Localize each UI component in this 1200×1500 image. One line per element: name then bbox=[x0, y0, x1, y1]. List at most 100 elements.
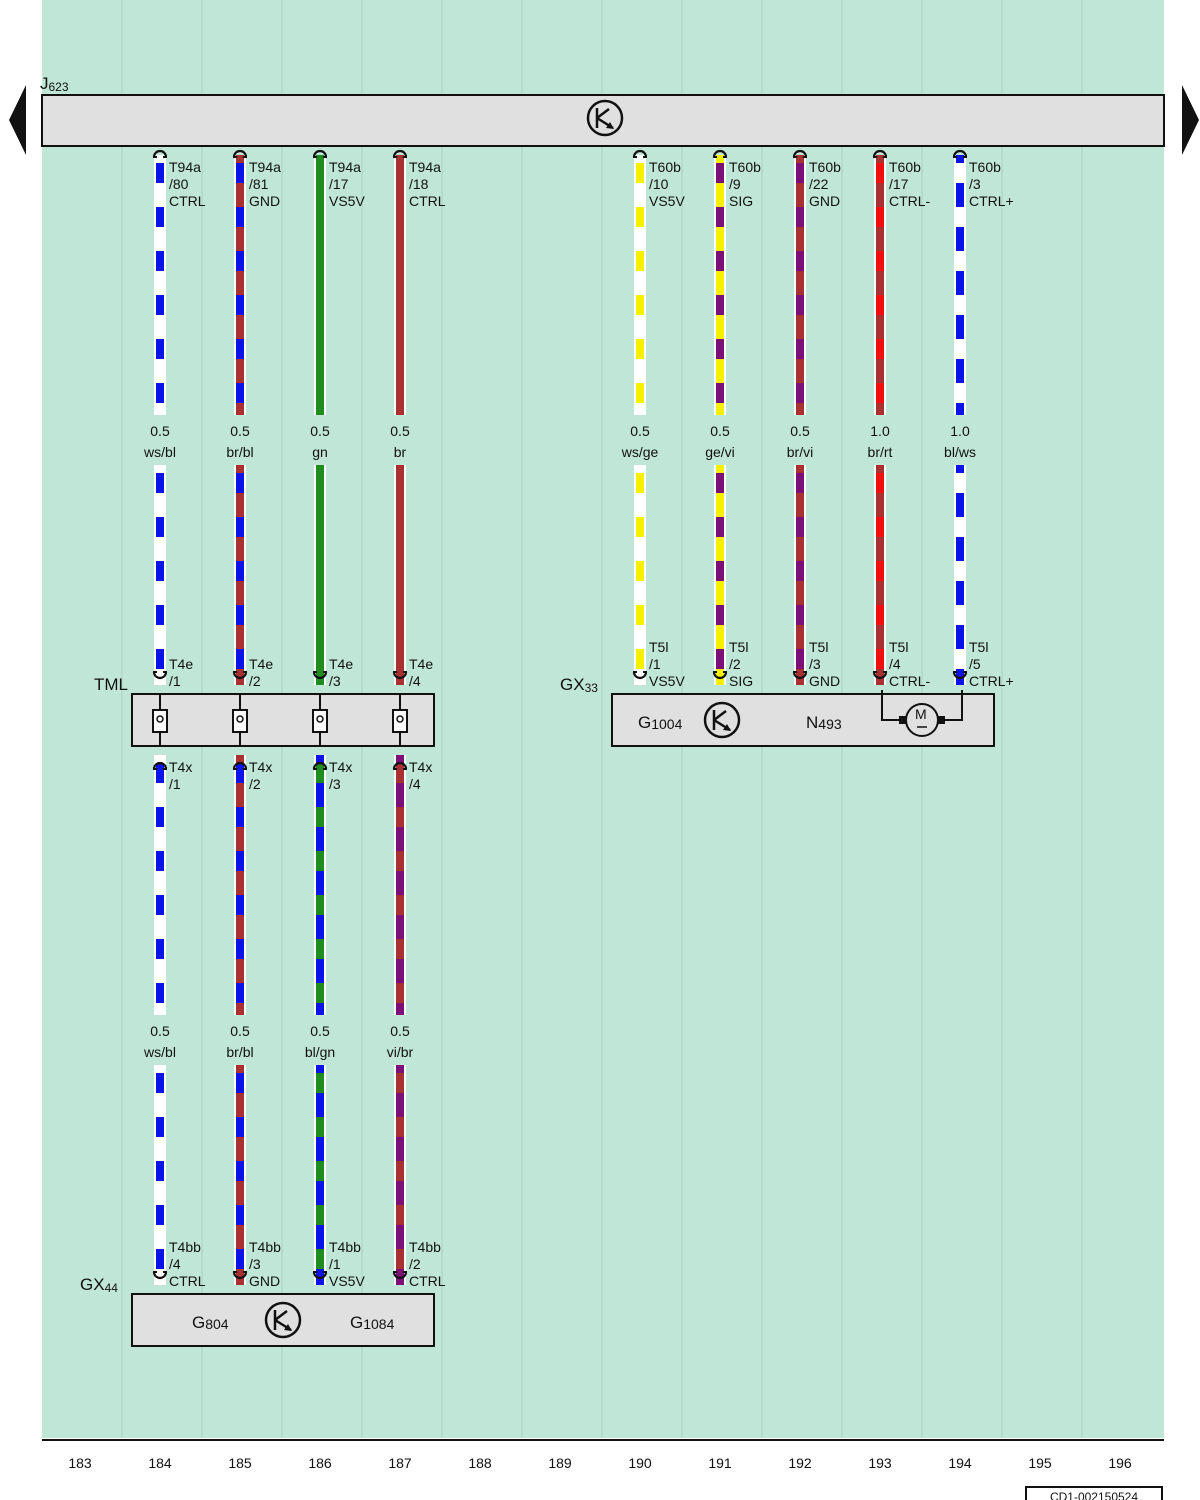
pin-label: T94a bbox=[249, 159, 281, 175]
pin-label: /9 bbox=[729, 176, 741, 192]
wire-segment bbox=[234, 1065, 246, 1285]
pin-label: T94a bbox=[169, 159, 201, 175]
wire-segment bbox=[874, 155, 886, 415]
pin-label: T60b bbox=[649, 159, 681, 175]
wire-stripe bbox=[796, 561, 804, 581]
pin-label: T5l bbox=[969, 639, 988, 655]
pin-label: T60b bbox=[809, 159, 841, 175]
wire-stripe bbox=[156, 983, 164, 1003]
pin-label: CTRL+ bbox=[969, 673, 1014, 689]
pin-label: CTRL- bbox=[889, 193, 931, 209]
pin-label: /3 bbox=[969, 176, 981, 192]
wire-stripe bbox=[956, 339, 964, 359]
pin-label: /18 bbox=[409, 176, 429, 192]
wire-color-code: vi/br bbox=[387, 1044, 414, 1060]
wire-stripe bbox=[236, 473, 244, 493]
wire-size: 0.5 bbox=[150, 423, 170, 439]
column-number: 187 bbox=[388, 1455, 412, 1471]
wire-stripe bbox=[316, 763, 324, 783]
pin-label: GND bbox=[249, 1273, 280, 1289]
pin-label: CTRL- bbox=[889, 673, 931, 689]
wire-color-code: br/bl bbox=[226, 1044, 253, 1060]
pin-label: CTRL bbox=[169, 193, 206, 209]
wire-segment bbox=[314, 755, 326, 1015]
wire-stripe bbox=[156, 561, 164, 581]
wire-core bbox=[876, 155, 884, 415]
pin-label: CTRL bbox=[169, 1273, 206, 1289]
pin-label: T4e bbox=[249, 656, 273, 672]
wire-stripe bbox=[716, 339, 724, 359]
wire-stripe bbox=[796, 517, 804, 537]
wire-stripe bbox=[236, 807, 244, 827]
wire-stripe bbox=[636, 473, 644, 493]
pin-label: T94a bbox=[409, 159, 441, 175]
wire-stripe bbox=[316, 1249, 324, 1269]
wire-stripe bbox=[876, 207, 884, 227]
pin-label: /10 bbox=[649, 176, 669, 192]
g1004-label: G1004 bbox=[638, 713, 683, 732]
wire-stripe bbox=[236, 1161, 244, 1181]
pin-label: T60b bbox=[969, 159, 1001, 175]
wire-stripe bbox=[396, 939, 404, 959]
fuse-icon-dot bbox=[396, 715, 404, 723]
wire-stripe bbox=[156, 163, 164, 183]
wire-stripe bbox=[236, 851, 244, 871]
pin-label: GND bbox=[249, 193, 280, 209]
wire-segment bbox=[154, 1065, 166, 1285]
wire-color-code: br bbox=[394, 444, 407, 460]
wire-stripe bbox=[156, 339, 164, 359]
pin-label: T4e bbox=[329, 656, 353, 672]
wire-stripe bbox=[156, 251, 164, 271]
pin-label: CTRL bbox=[409, 193, 446, 209]
pin-label: T5l bbox=[889, 639, 908, 655]
column-number: 196 bbox=[1108, 1455, 1132, 1471]
wire-segment bbox=[314, 1065, 326, 1285]
wire-stripe bbox=[156, 895, 164, 915]
pin-label: T60b bbox=[729, 159, 761, 175]
wire-stripe bbox=[796, 473, 804, 493]
column-number: 193 bbox=[868, 1455, 892, 1471]
wire-stripe bbox=[396, 983, 404, 1003]
wire-segment bbox=[714, 155, 726, 415]
arrow-right-icon[interactable] bbox=[1182, 85, 1199, 155]
wire-segment bbox=[234, 755, 246, 1015]
wire-core bbox=[156, 155, 164, 415]
wire-core bbox=[316, 155, 324, 415]
wire-stripe bbox=[716, 605, 724, 625]
wire-stripe bbox=[236, 251, 244, 271]
wire-stripe bbox=[156, 517, 164, 537]
wire-stripe bbox=[956, 605, 964, 625]
arrow-left-icon[interactable] bbox=[9, 85, 26, 155]
wire-stripe bbox=[236, 763, 244, 783]
wire-color-code: bl/ws bbox=[944, 444, 976, 460]
pin-label: /80 bbox=[169, 176, 189, 192]
wire-stripe bbox=[716, 561, 724, 581]
wire-stripe bbox=[796, 207, 804, 227]
wire-stripe bbox=[316, 983, 324, 1003]
wire-stripe bbox=[636, 649, 644, 669]
wire-stripe bbox=[236, 295, 244, 315]
wire-segment bbox=[234, 155, 246, 415]
g1084-label: G1084 bbox=[350, 1313, 395, 1332]
pin-label: CTRL bbox=[409, 1273, 446, 1289]
wire-stripe bbox=[636, 383, 644, 403]
pin-label: /1 bbox=[169, 673, 181, 689]
pin-label: VS5V bbox=[329, 193, 365, 209]
wire-color-code: br/rt bbox=[868, 444, 893, 460]
fuse-icon bbox=[232, 709, 248, 733]
wire-stripe bbox=[236, 1073, 244, 1093]
wire-stripe bbox=[796, 339, 804, 359]
wire-stripe bbox=[236, 207, 244, 227]
pin-label: T4bb bbox=[169, 1239, 201, 1255]
gx33-label: GX33 bbox=[560, 675, 598, 695]
wire-segment bbox=[794, 155, 806, 415]
pin-label: /3 bbox=[329, 776, 341, 792]
wire-stripe bbox=[956, 251, 964, 271]
wire-core bbox=[396, 155, 404, 415]
wire-stripe bbox=[956, 561, 964, 581]
wire-stripe bbox=[236, 561, 244, 581]
wire-stripe bbox=[956, 649, 964, 669]
wire-size: 0.5 bbox=[150, 1023, 170, 1039]
pin-label: T4bb bbox=[329, 1239, 361, 1255]
